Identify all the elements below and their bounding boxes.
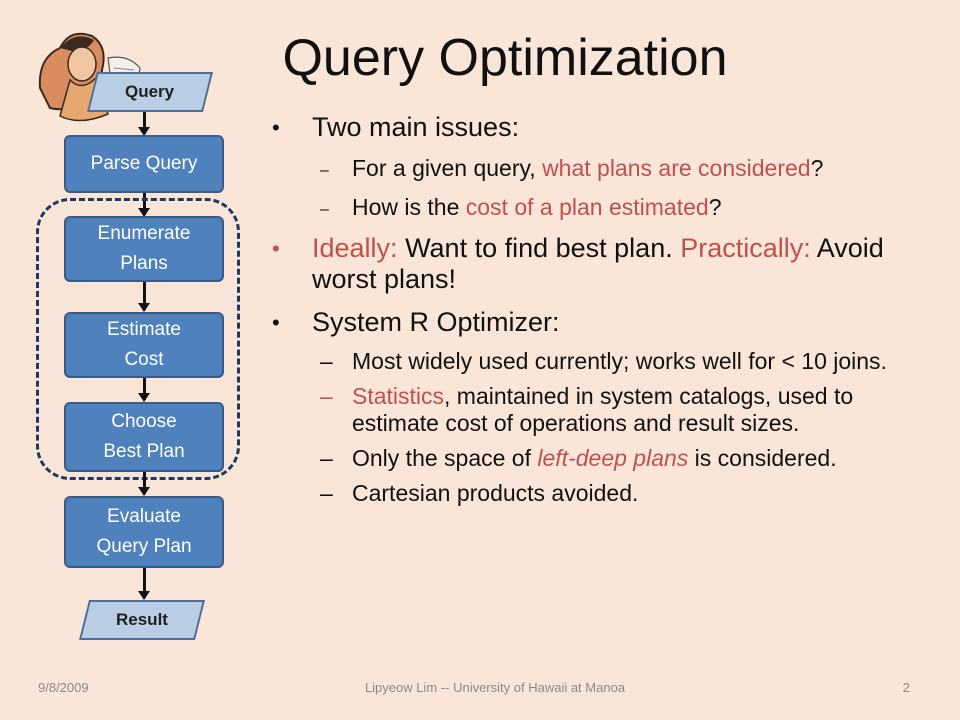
highlight-text: what plans are considered	[542, 155, 811, 181]
bullet-ideally-practically: Ideally: Want to find best plan. Practic…	[272, 233, 942, 295]
text: ?	[708, 194, 722, 220]
highlight-text: Statistics	[352, 383, 445, 409]
bullet-two-main-issues: Two main issues:	[272, 112, 942, 143]
query-label: Query	[125, 82, 175, 101]
text: Want to find best plan.	[397, 233, 681, 263]
enumerate-plans-line2: Plans	[120, 253, 168, 274]
evaluate-query-plan-line1: Evaluate	[107, 506, 181, 527]
highlight-text: Practically:	[680, 233, 811, 263]
footer-author: Lipyeow Lim -- University of Hawaii at M…	[364, 680, 626, 695]
result-output-shape: Result	[79, 600, 205, 640]
text: ?	[810, 155, 824, 181]
enumerate-plans-line1: Enumerate	[97, 223, 191, 244]
sub-bullet-left-deep-plans: – Only the space of left-deep plans is c…	[272, 445, 942, 472]
optimizer-dashed-region	[36, 198, 240, 480]
dash-marker: –	[320, 348, 333, 374]
text: , maintained in system catalogs, used to…	[352, 383, 854, 436]
sub-bullet-statistics: – Statistics, maintained in system catal…	[272, 383, 942, 437]
text: Cartesian products avoided.	[352, 480, 639, 506]
slide-title: Query Optimization	[282, 29, 728, 87]
query-input-shape: Query	[87, 72, 213, 112]
arrow	[138, 193, 150, 217]
choose-best-plan-line2: Best Plan	[103, 441, 185, 462]
arrow	[138, 282, 150, 312]
estimate-cost-line2: Cost	[124, 349, 164, 370]
result-label: Result	[116, 610, 168, 629]
dash-marker: –	[320, 383, 333, 409]
choose-best-plan-box: Choose Best Plan	[64, 402, 224, 472]
dash-marker: –	[320, 201, 329, 218]
arrow	[138, 472, 150, 496]
parse-query-box: Parse Query	[64, 135, 224, 193]
estimate-cost-line1: Estimate	[107, 319, 181, 340]
bullet-system-r-optimizer: System R Optimizer:	[272, 307, 942, 338]
footer-date: 9/8/2009	[38, 680, 89, 695]
bullet-text: System R Optimizer:	[312, 307, 560, 337]
arrow	[138, 378, 150, 402]
text: For a given query,	[352, 155, 543, 181]
dash-marker: –	[320, 445, 333, 471]
sub-bullet-most-widely-used: – Most widely used currently; works well…	[272, 348, 942, 375]
text: Only the space of	[352, 445, 538, 471]
text: Most widely used currently; works well f…	[352, 348, 887, 374]
footer-page-number: 2	[902, 680, 910, 695]
highlight-text: Ideally:	[312, 233, 398, 263]
text: is considered.	[688, 445, 837, 471]
sub-bullet-cost-estimated: – How is the cost of a plan estimated?	[272, 194, 942, 221]
dash-marker: –	[320, 480, 333, 506]
sub-bullet-plans-considered: – For a given query, what plans are cons…	[272, 155, 942, 182]
choose-best-plan-line1: Choose	[111, 411, 177, 432]
bullet-text: Two main issues:	[312, 112, 520, 142]
arrow	[138, 568, 150, 600]
arrow	[138, 112, 150, 136]
parse-query-label: Parse Query	[90, 153, 198, 174]
highlight-text: left-deep plans	[537, 445, 689, 471]
evaluate-query-plan-box: Evaluate Query Plan	[64, 496, 224, 568]
dash-marker: –	[320, 162, 329, 179]
estimate-cost-box: Estimate Cost	[64, 312, 224, 378]
sub-bullet-cartesian-products: – Cartesian products avoided.	[272, 480, 942, 507]
enumerate-plans-box: Enumerate Plans	[64, 216, 224, 282]
slide-body: Two main issues: – For a given query, wh…	[272, 112, 942, 507]
text: Avoid worst plans!	[312, 233, 884, 294]
evaluate-query-plan-line2: Query Plan	[96, 536, 192, 557]
text: How is the	[352, 194, 466, 220]
highlight-text: cost of a plan estimated	[465, 194, 709, 220]
